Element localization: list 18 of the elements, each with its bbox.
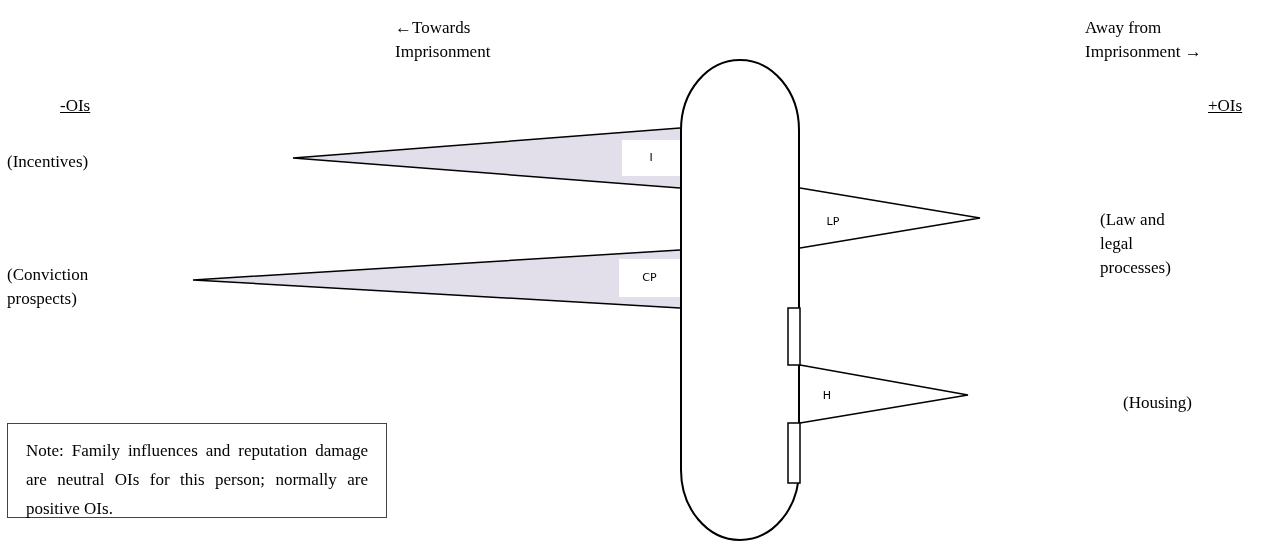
group-heading: -OIs (60, 95, 92, 117)
group-heading: +OIs (1208, 95, 1244, 117)
factor-label: (Incentives) (7, 151, 90, 173)
wedge-label: CP (619, 259, 680, 297)
wedge-label: LP (825, 214, 841, 230)
note-box (7, 423, 387, 518)
wedge-shape (800, 365, 968, 423)
wedge-label: I (622, 140, 680, 176)
wedge-shape (293, 128, 680, 188)
wedge-label: H (821, 388, 833, 404)
factor-label: (Conviction prospects) (7, 264, 90, 310)
direction-heading: Away from Imprisonment → (1085, 17, 1203, 63)
direction-heading: ←Towards Imprisonment (395, 17, 492, 63)
factor-label: (Law and legal processes) (1100, 209, 1170, 279)
factor-label: (Housing) (1123, 392, 1193, 414)
wedge-shape (800, 188, 980, 248)
wedge-shape (193, 250, 680, 308)
note-text: Note: Family influences and reputation damage are neutral OIs for this person; normally are positive OIs. (26, 440, 368, 520)
